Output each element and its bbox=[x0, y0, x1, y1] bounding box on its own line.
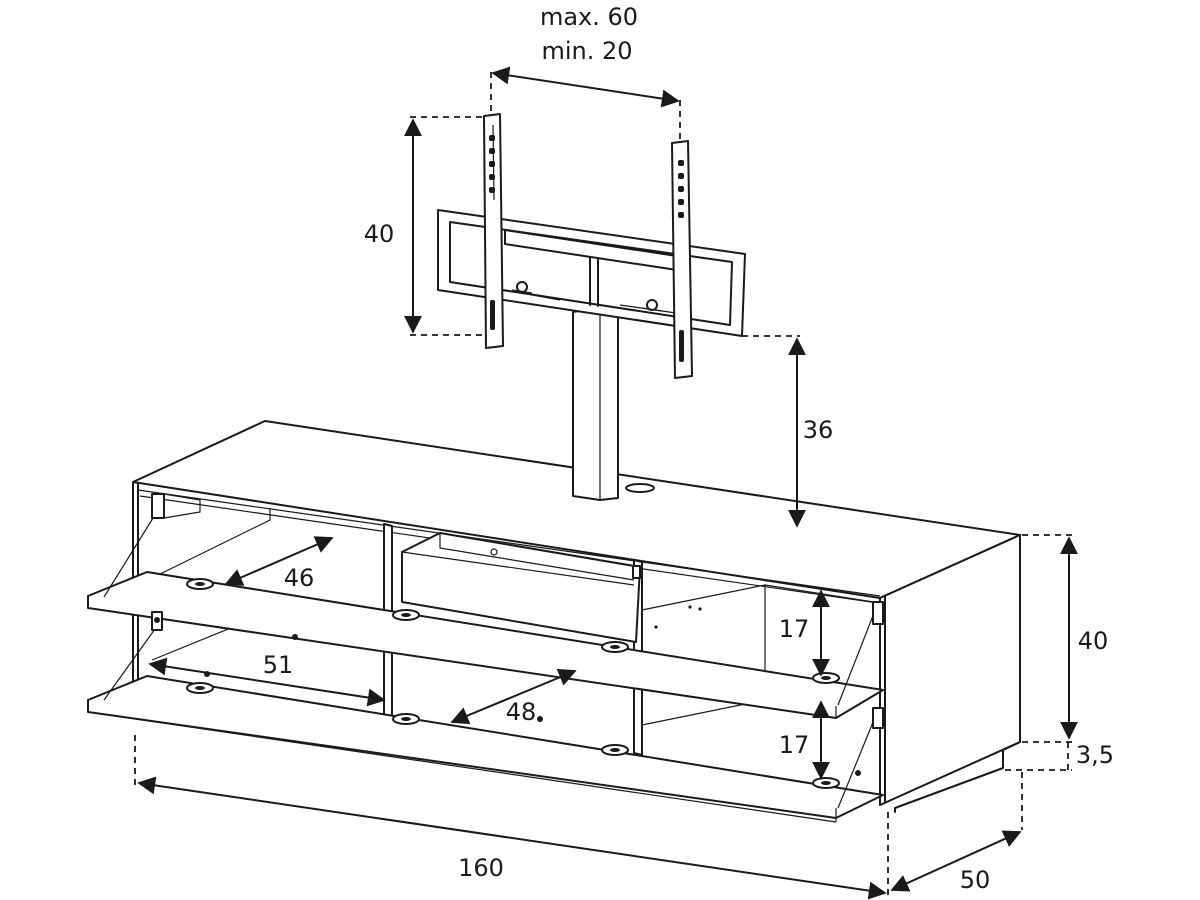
label-width-min: min. 20 bbox=[541, 37, 632, 65]
label-plinth-height: 3,5 bbox=[1076, 741, 1114, 769]
dimension-lines bbox=[134, 66, 1078, 900]
stand-column bbox=[572, 306, 619, 501]
label-compartment-height-lower: 17 bbox=[779, 731, 810, 759]
label-shelf-width-lower: 51 bbox=[263, 651, 294, 679]
label-cabinet-height: 40 bbox=[1078, 627, 1109, 655]
tv-mount bbox=[437, 113, 746, 501]
label-compartment-height-upper: 17 bbox=[779, 615, 810, 643]
right-vesa-rail bbox=[671, 140, 693, 379]
label-shelf-depth-lower: 48 bbox=[506, 698, 537, 726]
left-vesa-rail bbox=[483, 113, 504, 349]
label-depth: 50 bbox=[960, 866, 991, 894]
label-shelf-depth-upper: 46 bbox=[284, 564, 315, 592]
label-total-width: 160 bbox=[458, 854, 504, 882]
dimension-labels: max. 60 min. 20 40 36 40 3,5 160 50 46 5… bbox=[263, 3, 1114, 894]
cabinet bbox=[87, 420, 1021, 823]
label-bracket-height: 40 bbox=[364, 220, 395, 248]
label-clearance-height: 36 bbox=[803, 416, 834, 444]
label-width-max: max. 60 bbox=[540, 3, 638, 31]
